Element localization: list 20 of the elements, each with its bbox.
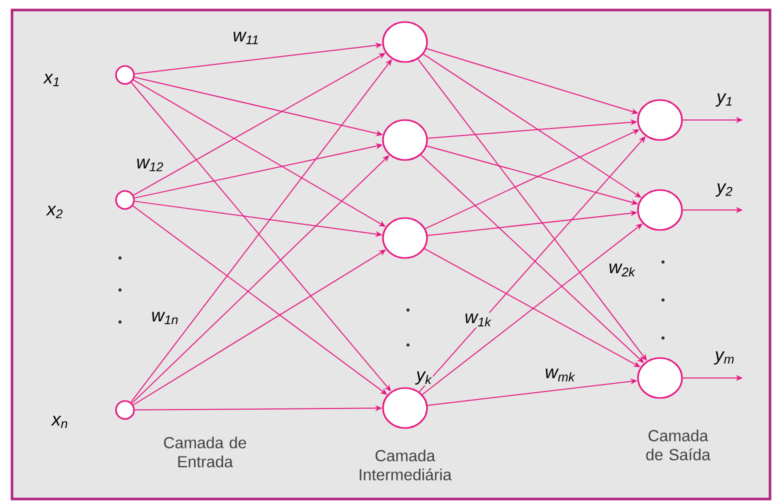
output-label: y$_{m}$: [714, 351, 734, 365]
weight-label: w$_{mk}$: [544, 368, 576, 382]
weight-label: w$_{2k}$: [608, 262, 636, 278]
neuron-circle: [637, 189, 683, 231]
neuron-circle: [115, 190, 135, 210]
output-label: y$_{1}$: [716, 93, 732, 107]
weight-label: w$_{1n}$: [150, 310, 180, 326]
neuron-circle: [382, 217, 428, 259]
weight-label: w$_{12}$: [135, 158, 165, 172]
variable-label: y$_{k}$: [415, 370, 433, 386]
neuron-circle: [382, 21, 428, 63]
weight-label: w$_{1k}$: [464, 312, 492, 328]
neuron-circle: [115, 400, 135, 420]
neuron-circle: [382, 387, 428, 429]
weight-label: w$_{11}$: [232, 30, 260, 46]
output-label: y$_{2}$: [716, 183, 732, 197]
neuron-circle: [637, 99, 683, 141]
neuron-circle: [382, 119, 428, 161]
neuron-circle: [115, 65, 135, 85]
neuron-circle: [637, 357, 683, 399]
